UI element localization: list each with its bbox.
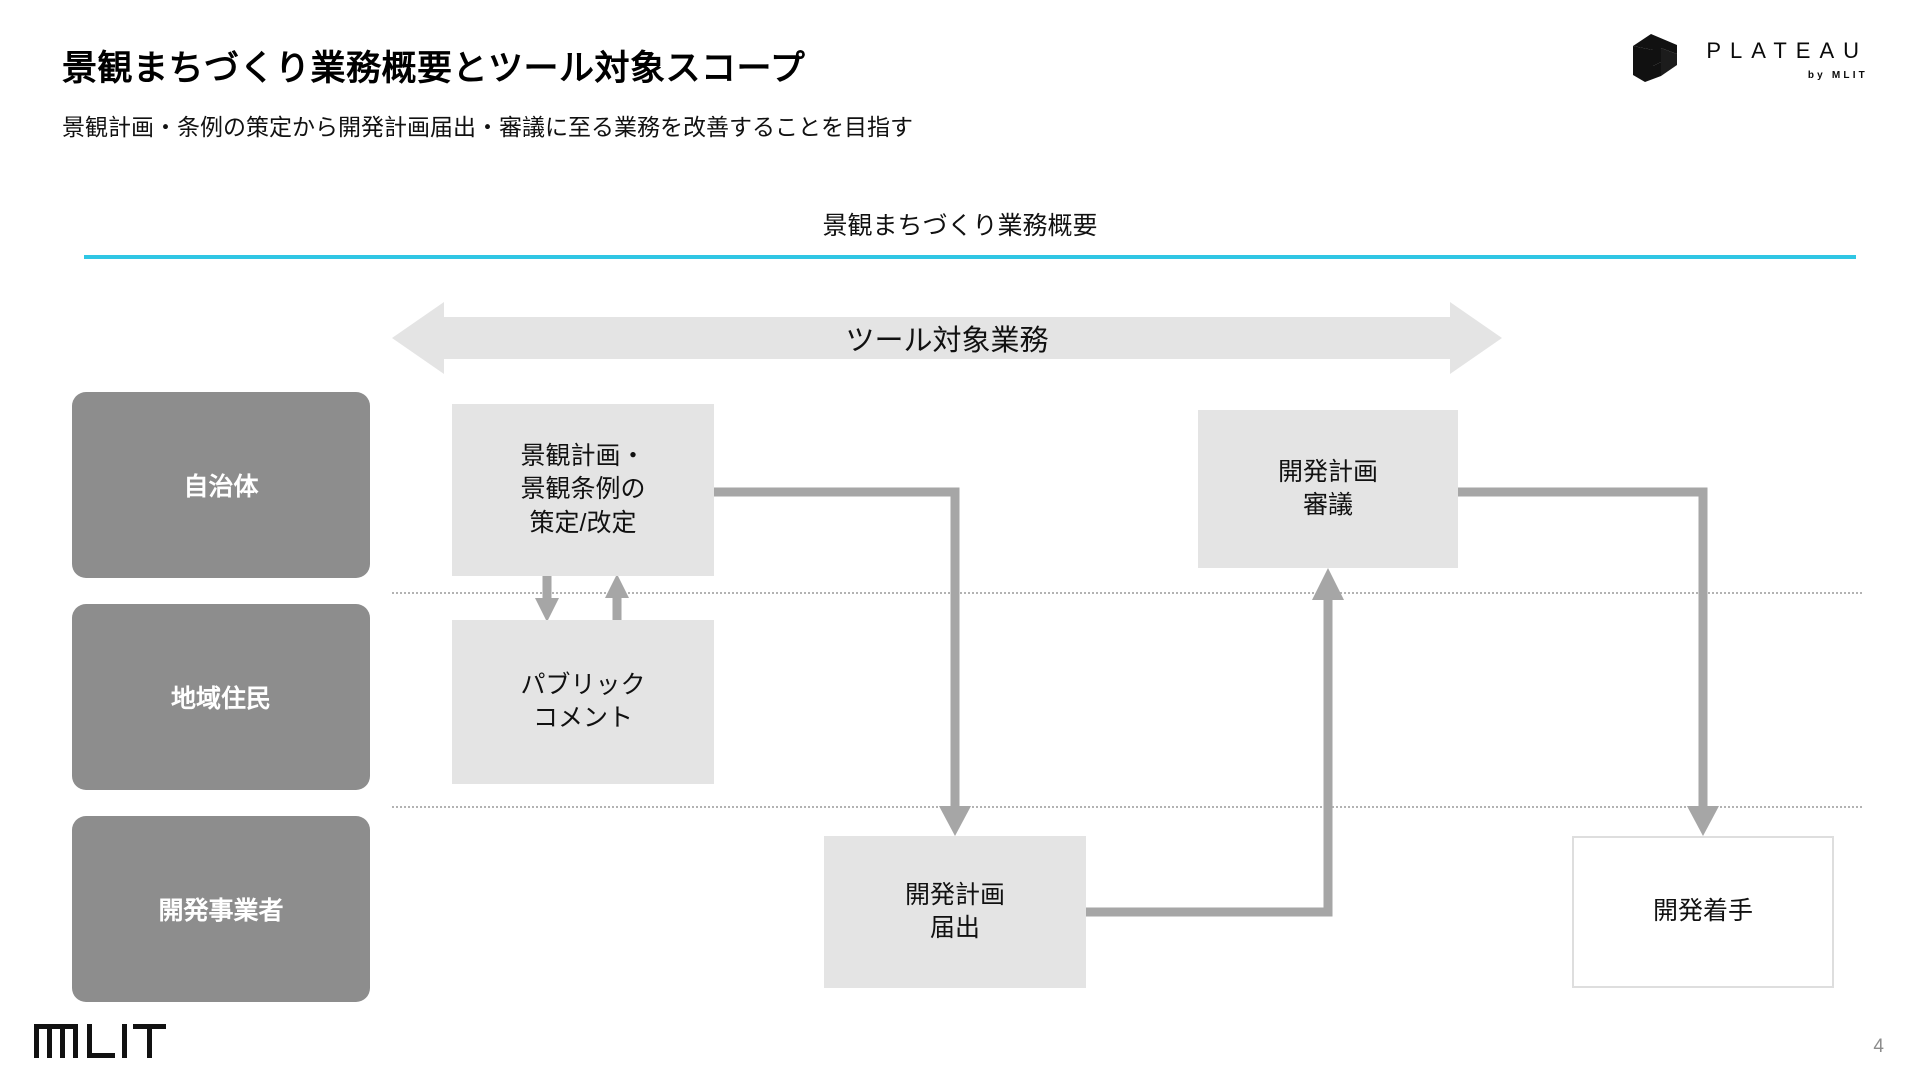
lane-label-residents: 地域住民 bbox=[72, 604, 370, 790]
scope-arrow-banner: ツール対象業務 bbox=[392, 302, 1502, 374]
plateau-logo: PLATEAU by MLIT bbox=[1631, 32, 1868, 84]
page-number: 4 bbox=[1873, 1036, 1884, 1057]
section-title: 景観まちづくり業務概要 bbox=[822, 212, 1098, 240]
lane-label-municipality: 自治体 bbox=[72, 392, 370, 578]
flow-node-development-start[interactable]: 開発着手 bbox=[1572, 836, 1834, 988]
flow-node-plan[interactable]: 景観計画・景観条例の策定/改定 bbox=[452, 404, 714, 576]
plateau-byline: by MLIT bbox=[1807, 70, 1868, 81]
flow-node-public-comment[interactable]: パブリックコメント bbox=[452, 620, 714, 784]
plateau-name: PLATEAU bbox=[1706, 38, 1868, 63]
connector-plan-to-submit bbox=[714, 487, 971, 836]
connector-submit-to-review bbox=[1086, 568, 1344, 917]
page-title: 景観まちづくり業務概要とツール対象スコープ bbox=[62, 49, 806, 88]
connector-public-to-plan bbox=[605, 574, 629, 620]
flow-node-development-submission[interactable]: 開発計画届出 bbox=[824, 836, 1086, 988]
page-subtitle: 景観計画・条例の策定から開発計画届出・審議に至る業務を改善することを目指す bbox=[62, 114, 913, 140]
section-divider bbox=[84, 255, 1856, 259]
lane-label-developer: 開発事業者 bbox=[72, 816, 370, 1002]
plateau-cube-icon bbox=[1631, 32, 1679, 84]
lane-divider-1 bbox=[392, 592, 1862, 594]
connector-review-to-start bbox=[1458, 487, 1719, 836]
connector-plan-to-public bbox=[535, 576, 559, 622]
flow-node-development-review[interactable]: 開発計画審議 bbox=[1198, 410, 1458, 568]
mlit-logo bbox=[34, 1024, 166, 1058]
lane-divider-2 bbox=[392, 806, 1862, 808]
plateau-wordmark: PLATEAU by MLIT bbox=[1697, 32, 1868, 81]
